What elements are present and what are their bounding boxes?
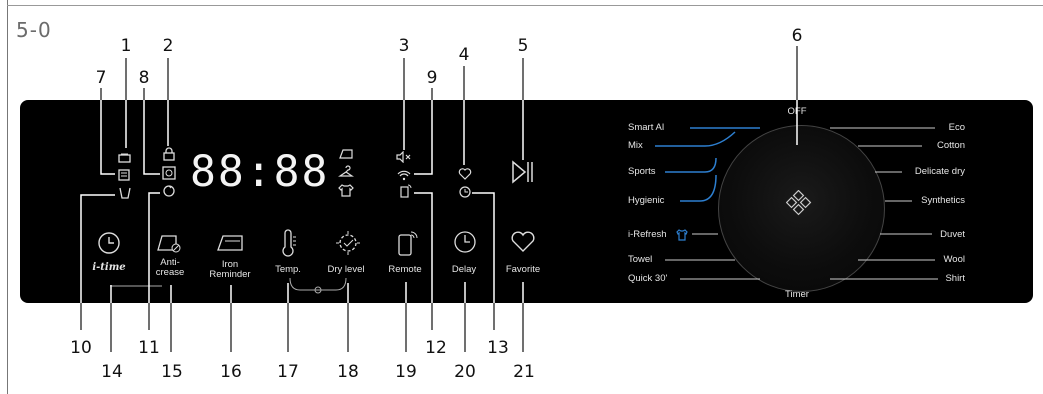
dry-status-icon <box>118 168 132 187</box>
temperature-button-icon[interactable] <box>279 229 299 264</box>
callout-3: 3 <box>398 36 410 56</box>
callout-5: 5 <box>517 36 529 56</box>
program-line-mix <box>655 131 736 147</box>
cup-status-icon <box>118 186 132 205</box>
favorite-button-icon[interactable] <box>510 230 536 259</box>
clock-status-icon <box>458 185 472 204</box>
program-left-quick-30[interactable]: Quick 30' <box>628 273 668 284</box>
start-pause-icon[interactable] <box>511 160 535 189</box>
callout-16: 16 <box>220 362 242 382</box>
program-left-hygienic[interactable]: Hygienic <box>628 195 665 206</box>
callout-4: 4 <box>458 45 470 65</box>
anti-crease-label: Anti- crease <box>155 257 185 278</box>
frame-left-border <box>7 0 8 394</box>
program-left-mix[interactable]: Mix <box>628 140 643 151</box>
dry-level-button-icon[interactable] <box>334 229 362 262</box>
program-left-towel[interactable]: Towel <box>628 254 653 265</box>
callout-11: 11 <box>138 338 160 358</box>
callout-13: 13 <box>487 338 509 358</box>
itime-button-icon[interactable] <box>97 231 121 260</box>
anti-crease-button-icon[interactable] <box>156 232 182 259</box>
heart-status-icon <box>458 167 472 185</box>
callout-8: 8 <box>138 68 150 88</box>
remote-label: Remote <box>388 264 422 275</box>
dial-center-icon <box>785 189 812 221</box>
mute-icon <box>396 150 412 168</box>
callout-12: 12 <box>425 338 447 358</box>
favorite-label: Favorite <box>505 264 541 275</box>
program-left-i-refresh[interactable]: i-Refresh <box>628 229 667 240</box>
remote-button-icon[interactable] <box>396 229 420 264</box>
wifi-icon <box>396 168 412 186</box>
program-left-sports[interactable]: Sports <box>628 166 656 177</box>
program-dial[interactable] <box>718 125 885 292</box>
refresh-shirt-icon <box>676 228 688 246</box>
callout-10: 10 <box>70 338 92 358</box>
callout-17: 17 <box>277 362 299 382</box>
program-right-cotton[interactable]: Cotton <box>937 140 965 151</box>
callout-20: 20 <box>454 362 476 382</box>
temperature-label: Temp. <box>275 264 301 275</box>
frame-top-border <box>7 5 1043 6</box>
dry-level-label: Dry level <box>327 264 365 275</box>
callout-19: 19 <box>395 362 417 382</box>
program-right-delicate-dry[interactable]: Delicate dry <box>914 166 965 177</box>
temp-drylevel-link <box>289 277 347 291</box>
program-right-shirt[interactable]: Shirt <box>945 273 965 284</box>
program-left-smart-ai[interactable]: Smart AI <box>628 122 665 133</box>
program-right-synthetics[interactable]: Synthetics <box>921 195 965 206</box>
callout-1: 1 <box>120 36 132 56</box>
callout-18: 18 <box>337 362 359 382</box>
rinse-status-icon <box>118 150 132 168</box>
callout-7: 7 <box>95 68 107 88</box>
section-label: 5-0 <box>16 18 52 42</box>
digit-display: 88:88 <box>190 147 330 197</box>
callout-21: 21 <box>513 362 535 382</box>
callout-14: 14 <box>101 362 123 382</box>
iron-reminder-button-icon[interactable] <box>216 233 244 258</box>
drum-status-icon <box>162 166 176 185</box>
iron-reminder-label: Iron Reminder <box>209 259 251 280</box>
callout-2: 2 <box>162 36 174 56</box>
itime-label: i-time <box>92 262 126 273</box>
callout-leaders <box>80 46 798 352</box>
remote-status-icon <box>398 184 412 203</box>
callout-15: 15 <box>161 362 183 382</box>
program-timer[interactable]: Timer <box>785 289 809 300</box>
program-right-eco[interactable]: Eco <box>948 122 965 133</box>
callout-leaders-inside <box>80 100 798 303</box>
lock-icon <box>162 147 176 166</box>
iron-status-icon <box>338 147 354 165</box>
program-right-duvet[interactable]: Duvet <box>940 229 965 240</box>
program-line-sports <box>665 157 717 173</box>
hanger-status-icon <box>338 165 354 184</box>
callout-9: 9 <box>426 68 438 88</box>
delay-button-icon[interactable] <box>452 229 478 260</box>
delay-label: Delay <box>451 264 477 275</box>
shirt-status-icon <box>338 183 354 202</box>
program-line-hygienic <box>680 174 717 202</box>
program-right-wool[interactable]: Wool <box>943 254 965 265</box>
cycle-status-icon <box>162 184 176 203</box>
callout-6: 6 <box>791 26 803 46</box>
